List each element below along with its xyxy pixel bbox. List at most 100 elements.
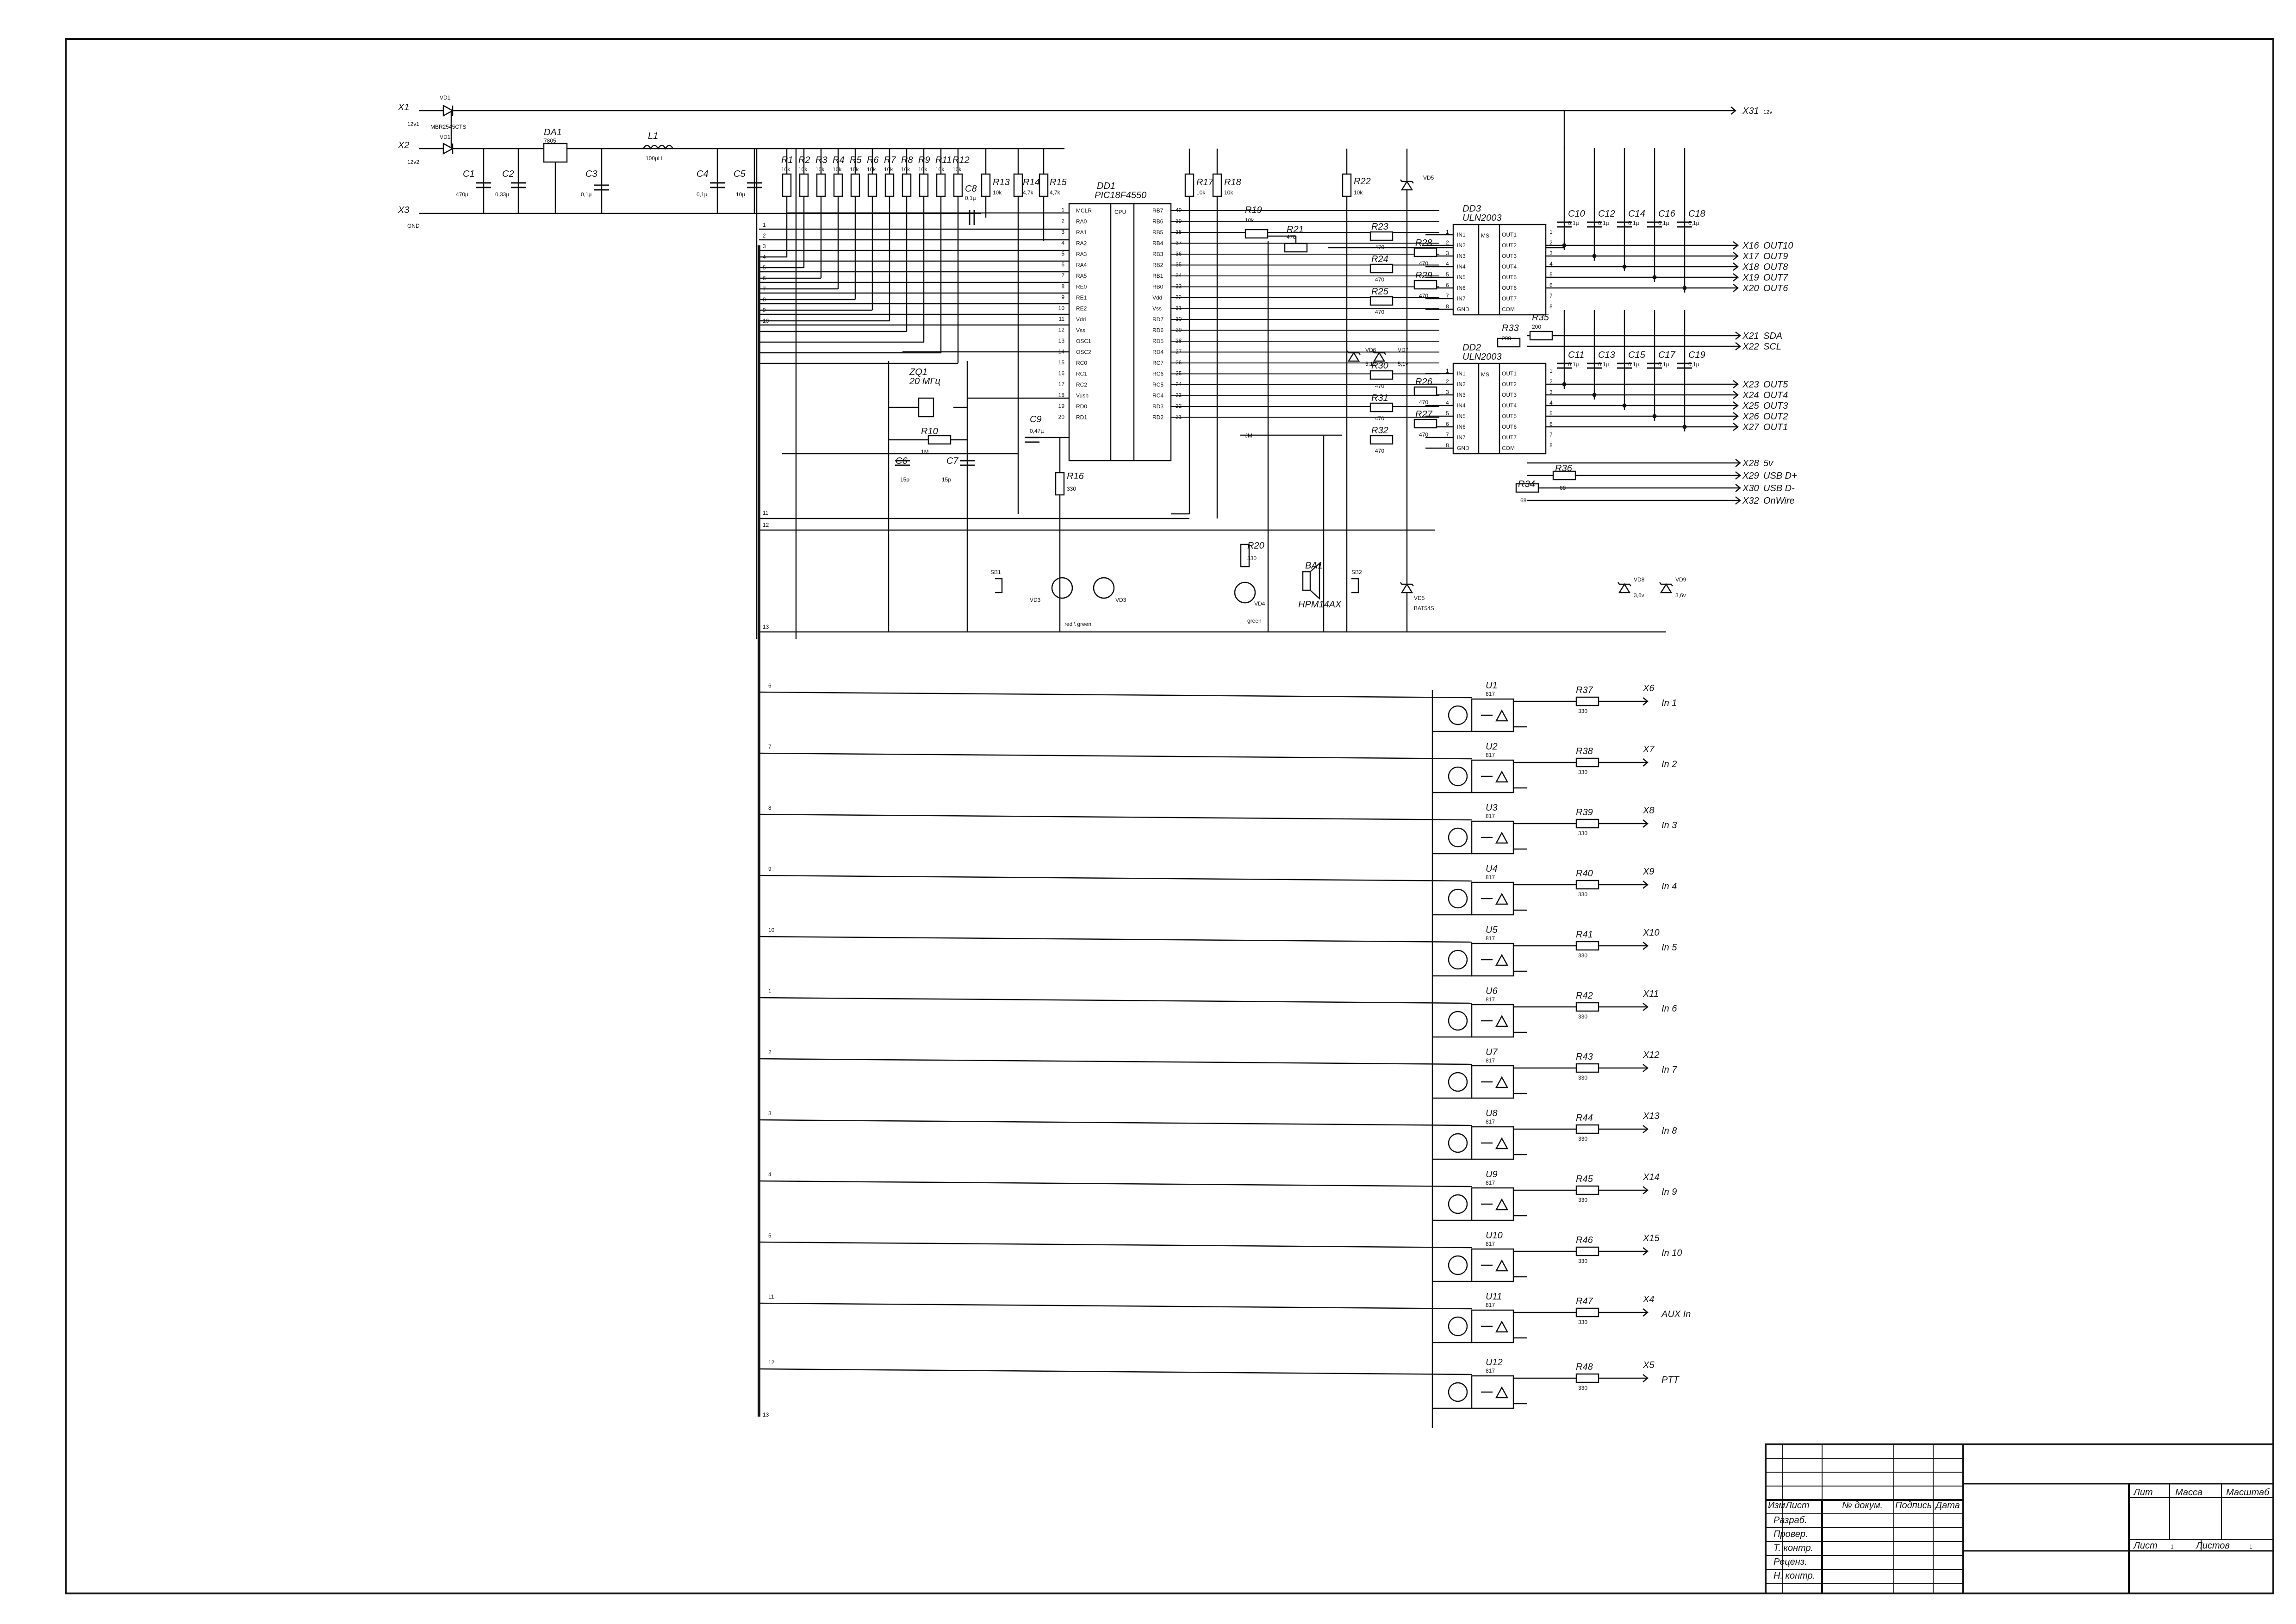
pullup-array [782,212,1074,455]
driver-0-in-num-7: 8 [1446,303,1449,310]
driver-0-resv-4: 470 [1375,309,1384,315]
driver-1-out-2: OUT3 [1502,392,1517,398]
conn-2-x: X28 [1742,458,1759,468]
driver-1-resv-0: 470 [1375,383,1384,389]
mcu-pin-2-num: 2 [1061,218,1064,225]
opto-0-r: R37 [1576,685,1593,695]
driver-0-in-num-4: 5 [1446,271,1449,278]
driver-0-x-4: X20 [1742,283,1759,294]
r18-ref: R18 [1224,177,1241,187]
opto-2-label: In 3 [1661,820,1677,831]
driver-0-capv-4: 0,1µ [1688,220,1699,226]
l1-ref: L1 [648,131,658,141]
mcu-pin-7-name: RA5 [1076,273,1087,279]
opto-8-bus: 4 [768,1171,772,1178]
driver-0-cap-4: C18 [1688,209,1705,219]
opto-0-x: X6 [1643,683,1655,693]
driver-1-out-num-1: 2 [1549,378,1553,385]
vd4-ref: VD4 [1254,600,1265,607]
mcu-pin-8-name: RE0 [1076,284,1087,290]
driver-ics: DD3ULN2003MSIN11IN22IN33IN44IN55IN66IN77… [1369,148,1793,455]
c1-ref: C1 [463,169,475,179]
driver-1-in-num-6: 7 [1446,431,1449,438]
c8-value: 0,1µ [965,195,976,201]
driver-0-type: ULN2003 [1462,213,1502,223]
drawing-frame [65,38,2274,1594]
opto-8-type: 817 [1486,1180,1495,1186]
driver-1-res-3: R27 [1415,409,1433,419]
opto-1-type: 817 [1486,752,1495,758]
driver-1-cap-4: C19 [1688,350,1705,360]
driver-1-out-num-3: 4 [1549,400,1553,406]
r13-value: 10k [993,189,1002,196]
bus-label-11: 11 [763,510,769,516]
opto-9-type: 817 [1486,1241,1495,1247]
mcu-dd1: DD1 PIC18F4550 CPU [1068,181,1172,462]
driver-1-in-3: IN4 [1457,402,1466,409]
driver-dd3: DD3ULN2003MSIN11IN22IN33IN44IN55IN66IN77… [1369,148,1793,316]
pullup-2-value: 10k [815,166,825,173]
opto-2-ref: U3 [1486,803,1498,813]
driver-0-net-3: OUT7 [1763,273,1788,283]
conn-5-net: OnWire [1763,496,1795,506]
driver-0-res-2: R24 [1371,254,1388,264]
mcu-pin-22-name: RD3 [1152,403,1164,410]
mcu-pin-24-name: RC5 [1152,381,1164,388]
driver-0-in-3: IN4 [1457,263,1466,270]
bus-label-13-bottom: 13 [763,1412,769,1418]
driver-1-in-num-2: 3 [1446,389,1449,395]
opto-2-bus: 8 [768,805,772,811]
x3-label: X3 [398,205,409,215]
r15-ref: R15 [1050,177,1067,187]
pullup-1-ref: R2 [798,155,810,165]
opto-6-bus: 2 [768,1049,772,1056]
driver-0-in-num-1: 2 [1446,239,1449,246]
opto-10-rv: 330 [1578,1319,1587,1325]
vd1b-ref: VD1 [440,134,451,140]
mcu-pin-13-num: 13 [1058,337,1065,344]
driver-1-out-0: OUT1 [1502,370,1517,377]
mcu-pin-2-name: RA0 [1076,219,1087,225]
opto-7-bus: 3 [768,1110,772,1117]
c4-ref: C4 [697,169,709,179]
c3-ref: C3 [585,169,597,179]
c4-value: 0,1µ [697,191,708,198]
bus-label-10: 10 [763,318,769,324]
mcu-pin-39-name: RB6 [1152,219,1164,225]
x31-label: X31 [1742,106,1759,116]
vd3-note: red \ green [1064,621,1091,627]
driver-0-out-num-7: 8 [1549,303,1553,310]
pullup-8-ref: R9 [918,155,930,165]
driver-1-capv-2: 0,1µ [1628,361,1639,368]
opto-5-x: X11 [1643,989,1659,999]
driver-0-in-num-6: 7 [1446,293,1449,299]
pullup-9-value: 10k [935,166,945,173]
driver-0-out-num-5: 6 [1549,282,1553,288]
mcu-pin-19-num: 19 [1058,403,1065,409]
driver-0-res-1: R28 [1415,238,1432,248]
mcu-pin-16-num: 16 [1058,370,1065,377]
opto-7-ref: U8 [1486,1108,1498,1118]
driver-0-in-num-0: 1 [1446,229,1449,235]
driver-1-resv-1: 470 [1419,399,1428,406]
opto-3-x: X9 [1643,867,1654,877]
mcu-pin-10-num: 10 [1058,305,1065,312]
c8-ref: C8 [965,184,977,194]
opto-6-ref: U7 [1486,1047,1498,1057]
opto-0-bus: 6 [768,682,772,689]
driver-0-in-5: IN6 [1457,285,1466,291]
mcu-pin-34-name: RB1 [1152,273,1164,279]
opto-4-ref: U5 [1486,925,1498,935]
driver-0-net-0: OUT10 [1763,241,1793,251]
pullup-2-ref: R3 [815,155,828,165]
driver-1-out-3: OUT4 [1502,402,1517,409]
opto-9-ref: U10 [1486,1230,1503,1241]
driver-1-out-4: OUT5 [1502,413,1517,419]
c6-value: 15p [900,476,909,483]
